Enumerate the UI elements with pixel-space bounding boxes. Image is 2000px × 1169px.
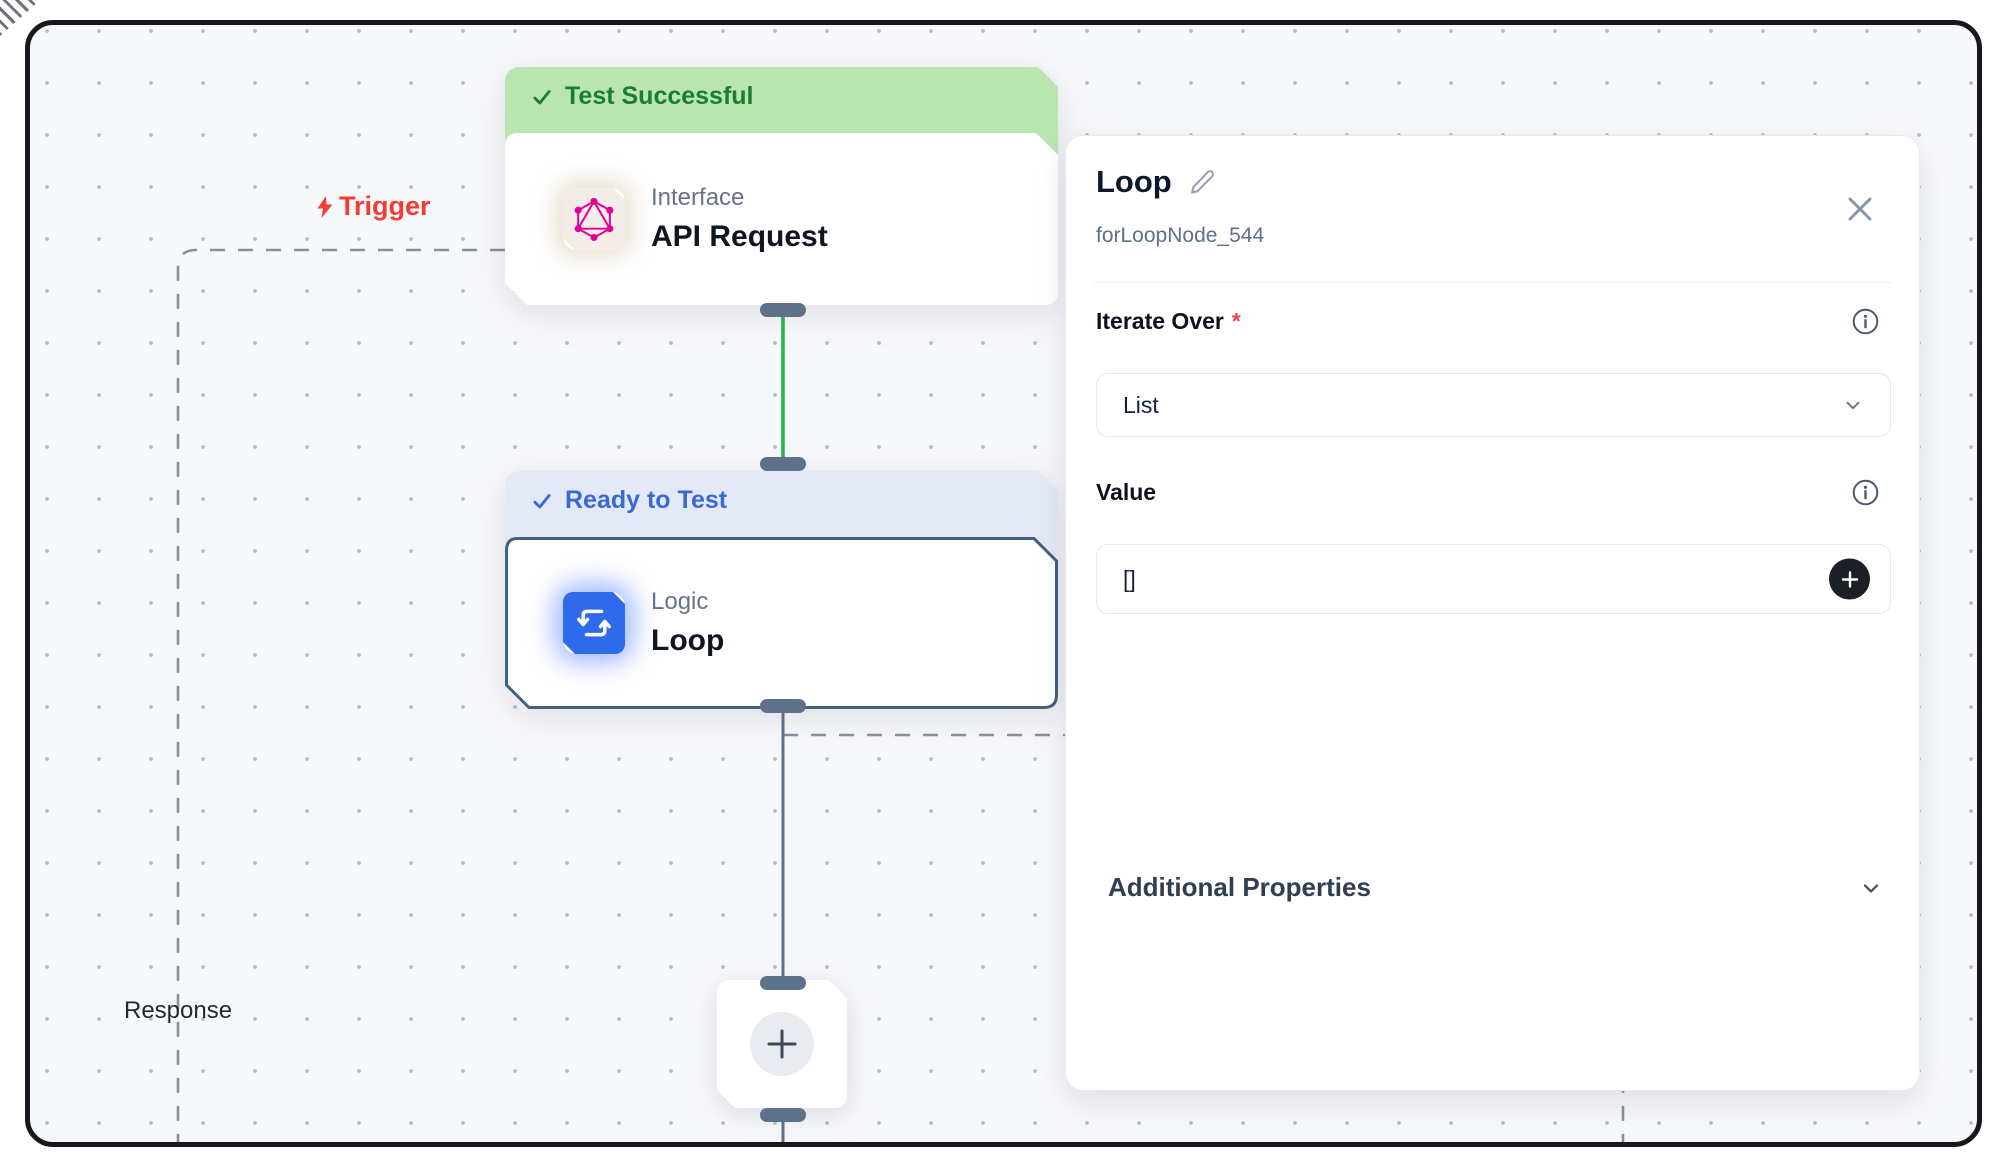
- trigger-label: Trigger: [313, 191, 431, 222]
- graphql-icon: [572, 197, 616, 241]
- loop-icon-wrap: [563, 592, 625, 654]
- node-card[interactable]: Interface API Request: [505, 133, 1058, 305]
- lightning-icon: [317, 195, 333, 218]
- selected-card-outline: [505, 537, 1058, 709]
- workflow-canvas[interactable]: Trigger Response Test Successful: [25, 20, 1982, 1147]
- handle-add-bottom[interactable]: [760, 1108, 806, 1122]
- node-title: API Request: [651, 220, 828, 253]
- divider: [1094, 282, 1891, 283]
- chevron-down-icon: [1846, 401, 1860, 410]
- api-request-icon-wrap: [563, 188, 625, 250]
- plus-circle[interactable]: [750, 1012, 814, 1076]
- value-label: Value: [1096, 479, 1157, 505]
- loop-icon: [574, 603, 614, 643]
- additional-properties-toggle[interactable]: Additional Properties: [1108, 872, 1883, 903]
- node-category: Logic: [651, 588, 709, 615]
- add-node-button[interactable]: [717, 980, 847, 1108]
- node-card[interactable]: Logic Loop: [505, 537, 1058, 709]
- handle-loop-bottom[interactable]: [760, 699, 806, 713]
- close-icon[interactable]: [1845, 194, 1875, 224]
- plus-icon: [765, 1027, 799, 1061]
- panel-title: Loop: [1096, 164, 1172, 199]
- iterate-over-select[interactable]: List: [1096, 373, 1891, 437]
- response-label: Response: [124, 997, 233, 1024]
- chevron-down-icon: [1863, 883, 1879, 893]
- info-icon-value[interactable]: [1852, 479, 1879, 506]
- edit-pencil-icon[interactable]: [1188, 168, 1216, 196]
- node-title: Loop: [651, 624, 725, 657]
- check-icon: [531, 490, 553, 512]
- add-value-button[interactable]: [1829, 558, 1870, 600]
- info-icon-iterate-over[interactable]: [1852, 308, 1879, 335]
- handle-api-bottom[interactable]: [760, 303, 806, 317]
- required-asterisk: *: [1231, 308, 1241, 334]
- check-icon: [531, 86, 553, 108]
- additional-properties-label: Additional Properties: [1108, 872, 1371, 902]
- properties-panel: Loop forLoopNode_544 Iterate Over* List: [1065, 135, 1920, 1091]
- handle-loop-top[interactable]: [760, 457, 806, 471]
- plus-icon: [1841, 570, 1858, 588]
- node-api-request[interactable]: Test Successful: [505, 67, 1058, 305]
- node-id-label: forLoopNode_544: [1096, 224, 1265, 247]
- value-input[interactable]: []: [1096, 544, 1891, 614]
- iterate-over-value: List: [1123, 391, 1159, 418]
- node-category: Interface: [651, 184, 745, 211]
- handle-add-top[interactable]: [760, 976, 806, 990]
- value-input-text: []: [1123, 565, 1136, 592]
- iterate-over-label: Iterate Over*: [1096, 308, 1241, 334]
